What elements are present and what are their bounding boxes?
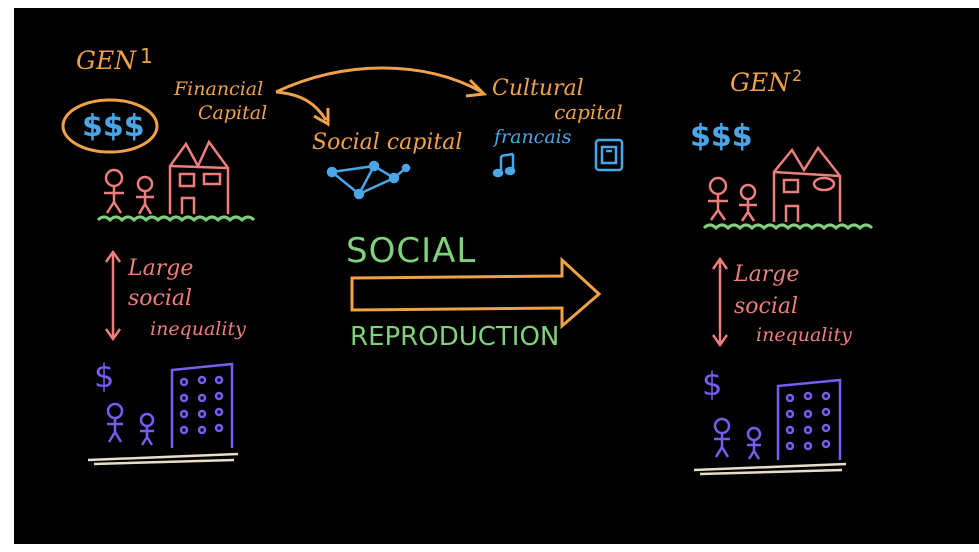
inequality-arrow-icon	[104, 249, 122, 342]
stick-figure-icon	[106, 402, 124, 443]
house-icon	[168, 139, 230, 214]
gen2-number: 2	[792, 66, 803, 85]
cultural-example-label: francais	[494, 126, 572, 148]
gen2-inequality-line1: Large	[734, 262, 800, 287]
gen1-poor-money: $	[94, 357, 115, 395]
stick-figure-icon	[739, 183, 757, 222]
stick-figure-icon	[708, 176, 728, 221]
gen1-number: 1	[140, 44, 153, 68]
gen2-poor-money: $	[702, 365, 723, 403]
gen1-label: GEN	[76, 46, 137, 75]
blackboard: GEN 1	[14, 8, 979, 544]
gen1-rich-money: $$$	[82, 109, 145, 144]
gen1-drawing	[61, 98, 256, 466]
ground-line	[87, 452, 239, 466]
ground-line	[693, 462, 847, 476]
stick-figure-icon	[136, 175, 154, 215]
apartment-building-icon	[776, 378, 842, 460]
stick-figure-icon	[713, 417, 731, 458]
cultural-capital-line1: Cultural	[492, 76, 584, 101]
network-icon	[326, 160, 411, 200]
music-note-icon	[492, 152, 516, 178]
gen1-inequality-line2: social	[128, 286, 193, 311]
stick-figure-icon	[104, 168, 124, 214]
book-icon	[594, 138, 624, 172]
cultural-capital-line2: capital	[554, 100, 623, 124]
financial-capital-line2: Capital	[198, 102, 268, 124]
gen2-label: GEN	[730, 68, 791, 97]
gen2-inequality-line2: social	[734, 294, 799, 319]
grass-line	[96, 215, 256, 223]
stick-figure-icon	[139, 412, 155, 446]
financial-capital-line1: Financial	[174, 78, 264, 100]
center-drawing	[275, 66, 624, 330]
arrow-icon	[275, 66, 488, 98]
arrow-icon	[275, 90, 330, 127]
social-word: SOCIAL	[346, 231, 477, 271]
reproduction-word: REPRODUCTION	[350, 322, 560, 352]
gen2-rich-money: $$$	[690, 119, 753, 154]
gen1-inequality-line1: Large	[128, 256, 194, 281]
house-icon	[772, 145, 842, 222]
gen1-inequality-line3: inequality	[150, 318, 246, 340]
big-arrow-icon	[350, 256, 602, 330]
gen2-drawing	[693, 145, 874, 476]
gen2-inequality-line3: inequality	[756, 324, 852, 346]
social-capital-label: Social capital	[312, 130, 463, 155]
inequality-arrow-icon	[711, 256, 729, 348]
apartment-building-icon	[170, 362, 234, 448]
grass-line	[702, 223, 874, 231]
money-circle	[61, 98, 159, 154]
stick-figure-icon	[746, 426, 762, 460]
